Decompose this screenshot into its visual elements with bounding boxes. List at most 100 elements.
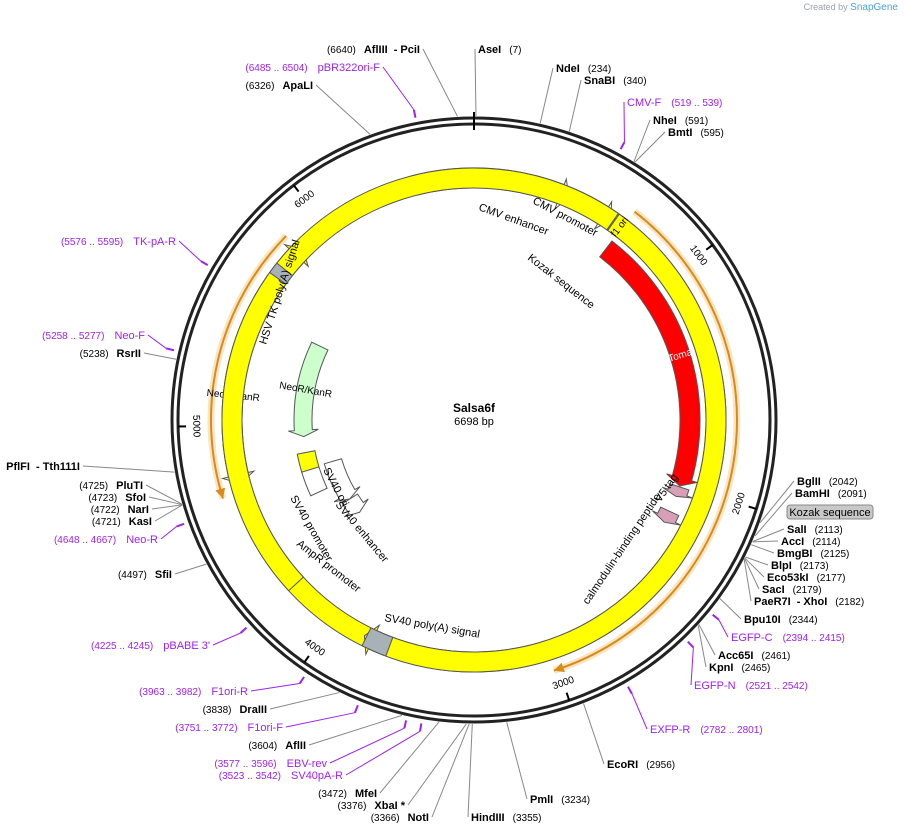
enzyme-position: (3838) <box>203 705 232 716</box>
orange-main-arc <box>553 210 738 672</box>
primer-position: (5258 .. 5277) <box>42 331 104 342</box>
scale-tick <box>565 692 571 701</box>
enzyme-position: (3376) <box>338 801 367 812</box>
enzyme-position: (3355) <box>513 813 542 824</box>
enzyme-label: (4721)KasI <box>92 516 152 528</box>
enzyme-position: (2956) <box>646 760 675 771</box>
enzyme-label: (4722)NarI <box>91 504 149 516</box>
primer-position: (2521 .. 2542) <box>746 681 808 692</box>
enzyme-label: KpnI(2465) <box>709 662 770 674</box>
enzyme-leader <box>698 624 716 656</box>
enzyme-name: SacI <box>762 584 785 596</box>
enzyme-position: (4722) <box>91 505 120 516</box>
enzyme-position: (2091) <box>838 489 867 500</box>
enzyme-position: (340) <box>623 76 646 87</box>
enzyme-leader <box>633 119 651 162</box>
feature-neo-inner <box>288 341 329 438</box>
plasmid-name: Salsa6f <box>453 401 496 415</box>
primer-name: EXFP-R <box>650 724 690 736</box>
primer-label: (3751 .. 3772)F1ori-F <box>175 722 283 734</box>
enzyme-leader <box>752 528 785 543</box>
enzyme-label: NdeI(234) <box>556 63 611 75</box>
enzyme-label: (3604) AflII <box>248 740 306 752</box>
primer-position: (4648 .. 4667) <box>54 535 116 546</box>
enzyme-name: NheI <box>653 115 677 127</box>
primer-mark <box>403 720 408 729</box>
primer-mark <box>712 613 720 621</box>
orange-left-arc <box>210 235 287 499</box>
enzyme-position: (4721) <box>92 517 121 528</box>
primer-leader <box>690 647 694 686</box>
primer-mark <box>412 109 417 118</box>
enzyme-name: XbaI * <box>374 800 405 812</box>
enzyme-label: (4723)SfoI <box>88 492 146 504</box>
primer-name: pBR322ori-F <box>318 62 381 74</box>
enzyme-position: (2173) <box>800 561 829 572</box>
primer-label: (3523 .. 3542)SV40pA-R <box>219 770 343 782</box>
primer-label: (5258 .. 5277)Neo-F <box>42 330 145 342</box>
primer-leader <box>250 683 300 692</box>
primer-mark <box>176 522 185 528</box>
primer-leader <box>212 632 241 646</box>
enzyme-position: (5238) <box>80 349 109 360</box>
enzyme-position: (2125) <box>820 549 849 560</box>
scale-tick <box>292 184 300 193</box>
enzyme-position: (3366) <box>371 813 400 824</box>
enzyme-label: EcoRI(2956) <box>607 759 675 771</box>
feature-sv40-polya <box>361 627 394 657</box>
enzyme-position: (2042) <box>829 477 858 488</box>
enzyme-leader <box>269 692 340 710</box>
primer-name: CMV-F <box>627 97 662 109</box>
feature-hsv-polya <box>268 262 294 285</box>
primer-mark <box>627 686 633 695</box>
primer-position: (4225 .. 4245) <box>91 641 153 652</box>
primer-label: (4225 .. 4245)pBABE 3' <box>91 640 210 652</box>
primer-label: (3577 .. 3596)EBV-rev <box>214 758 327 770</box>
primer-mark <box>687 640 695 649</box>
enzyme-leader <box>148 496 183 506</box>
enzyme-extra: - PciI <box>394 44 420 56</box>
primer-label: (6485 .. 6504)pBR322ori-F <box>245 62 380 74</box>
enzyme-leader <box>744 557 765 578</box>
primer-mark <box>353 704 359 714</box>
enzyme-label: Acc65I(2461) <box>718 650 790 662</box>
enzyme-name: PmlI <box>530 794 553 806</box>
enzyme-leader <box>539 67 554 124</box>
enzyme-position: (3234) <box>561 795 590 806</box>
enzyme-label: Bpu10I(2344) <box>744 614 818 626</box>
primer-name: EGFP-N <box>694 680 736 692</box>
enzyme-label: (6326)ApaLI <box>246 80 313 92</box>
enzyme-label: (3376) XbaI * <box>338 800 406 812</box>
enzyme-label: (5238) RsrII <box>80 348 141 360</box>
enzyme-position: (3472) <box>318 789 347 800</box>
orange-main-arrowhead <box>553 662 565 673</box>
enzyme-name: AflII <box>285 740 306 752</box>
enzyme-name: BamHI <box>795 488 830 500</box>
primer-leader <box>718 619 729 638</box>
enzyme-name: RsrII <box>117 348 141 360</box>
enzyme-position: (4497) <box>118 570 147 581</box>
scale-tick-label: 2000 <box>731 491 748 516</box>
enzyme-name: NdeI <box>556 63 580 75</box>
enzyme-position: (3604) <box>248 741 277 752</box>
enzyme-label: SacI(2179) <box>762 584 822 596</box>
enzyme-leader <box>154 504 183 522</box>
enzyme-extra: - XhoI <box>797 596 828 608</box>
feature-sv40-prom <box>323 458 361 503</box>
scale-tick-label: 3000 <box>551 674 576 692</box>
enzyme-position: (2177) <box>817 573 846 584</box>
primer-mark <box>619 141 626 150</box>
enzyme-position: (6326) <box>246 81 275 92</box>
enzyme-leader <box>82 465 175 473</box>
primer-leader <box>160 526 177 540</box>
primer-label: EXFP-R (2782 .. 2801) <box>650 724 763 736</box>
enzyme-label: SnaBI(340) <box>584 75 647 87</box>
feature-callout-label: Kozak sequence <box>525 252 596 312</box>
enzyme-position: (2113) <box>815 525 843 536</box>
primer-mark <box>239 626 248 634</box>
primer-position: (2782 .. 2801) <box>700 725 762 736</box>
